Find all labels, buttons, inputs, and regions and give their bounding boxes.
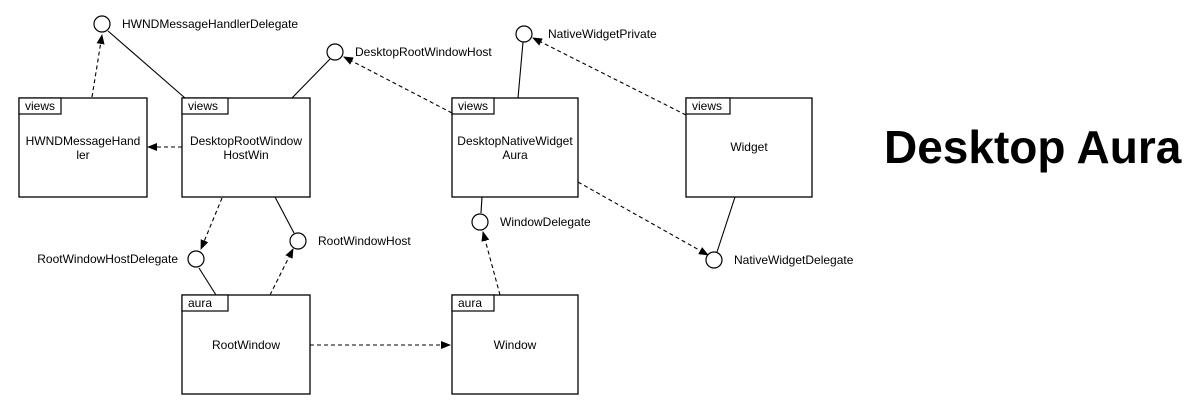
edge-drwhw-implements-rwh xyxy=(274,196,295,234)
edge-drwhw-to-rwhd xyxy=(200,197,223,250)
box-root-window: aura RootWindow xyxy=(181,294,311,395)
interface-root-window-host: RootWindowHost xyxy=(289,232,411,250)
box-tag: aura xyxy=(188,296,212,310)
interface-label: NativeWidgetPrivate xyxy=(548,27,657,41)
edge-drwhw-implements-drwh xyxy=(291,58,331,99)
box-tag: views xyxy=(25,99,55,113)
box-desktop-native-widget-aura: views DesktopNativeWidget Aura xyxy=(451,97,579,198)
edge-dnwa-to-drwh xyxy=(343,56,453,114)
box-label-line2: ler xyxy=(76,148,89,162)
edge-dnwa-implements-wd xyxy=(480,196,483,214)
edge-hwnd-to-delegate xyxy=(91,34,105,98)
box-label-line2: HostWin xyxy=(223,148,268,162)
interface-native-widget-private: NativeWidgetPrivate xyxy=(515,25,657,43)
box-window: aura Window xyxy=(451,294,579,395)
box-desktop-root-window-host-win: views DesktopRootWindow HostWin xyxy=(181,97,311,198)
connectors xyxy=(91,30,736,349)
box-label-line1: DesktopNativeWidget xyxy=(457,134,573,148)
interface-label: DesktopRootWindowHost xyxy=(355,45,492,59)
interface-label: WindowDelegate xyxy=(500,215,591,229)
box-widget: views Widget xyxy=(685,97,813,198)
edge-window-to-wd xyxy=(481,231,501,296)
edge-drwhw-implements-hwnd-delegate xyxy=(107,30,186,99)
edge-dnwa-implements-nwp xyxy=(517,41,524,99)
box-tag: aura xyxy=(458,296,482,310)
box-label-line1: Widget xyxy=(730,140,768,154)
box-tag: views xyxy=(188,99,218,113)
box-tag: views xyxy=(458,99,488,113)
diagram-title: Desktop Aura xyxy=(884,121,1182,173)
interface-desktop-root-window-host: DesktopRootWindowHost xyxy=(326,43,492,61)
interface-label: HWNDMessageHandlerDelegate xyxy=(122,17,298,31)
interface-hwnd-message-handler-delegate: HWNDMessageHandlerDelegate xyxy=(93,15,298,33)
edge-widget-to-nwp xyxy=(532,37,687,116)
box-label-line1: RootWindow xyxy=(212,338,280,352)
box-label-line1: HWNDMessageHand xyxy=(26,134,141,148)
edge-widget-implements-nwd xyxy=(716,196,736,253)
interface-root-window-host-delegate: RootWindowHostDelegate xyxy=(37,250,205,268)
box-label-line1: DesktopRootWindow xyxy=(190,134,302,148)
box-hwnd-message-handler: views HWNDMessageHand ler xyxy=(18,97,148,198)
box-label-line2: Aura xyxy=(502,148,528,162)
interface-window-delegate: WindowDelegate xyxy=(471,213,591,231)
edge-rootwindow-to-rwh xyxy=(269,248,294,296)
edge-dnwa-to-nwd xyxy=(577,181,709,256)
interface-label: NativeWidgetDelegate xyxy=(734,253,854,267)
interface-label: RootWindowHost xyxy=(318,234,411,248)
interface-native-widget-delegate: NativeWidgetDelegate xyxy=(705,251,854,269)
edge-rootwindow-implements-rwhd xyxy=(198,267,217,296)
box-tag: views xyxy=(692,99,722,113)
interface-label: RootWindowHostDelegate xyxy=(37,252,178,266)
box-label-line1: Window xyxy=(494,338,537,352)
